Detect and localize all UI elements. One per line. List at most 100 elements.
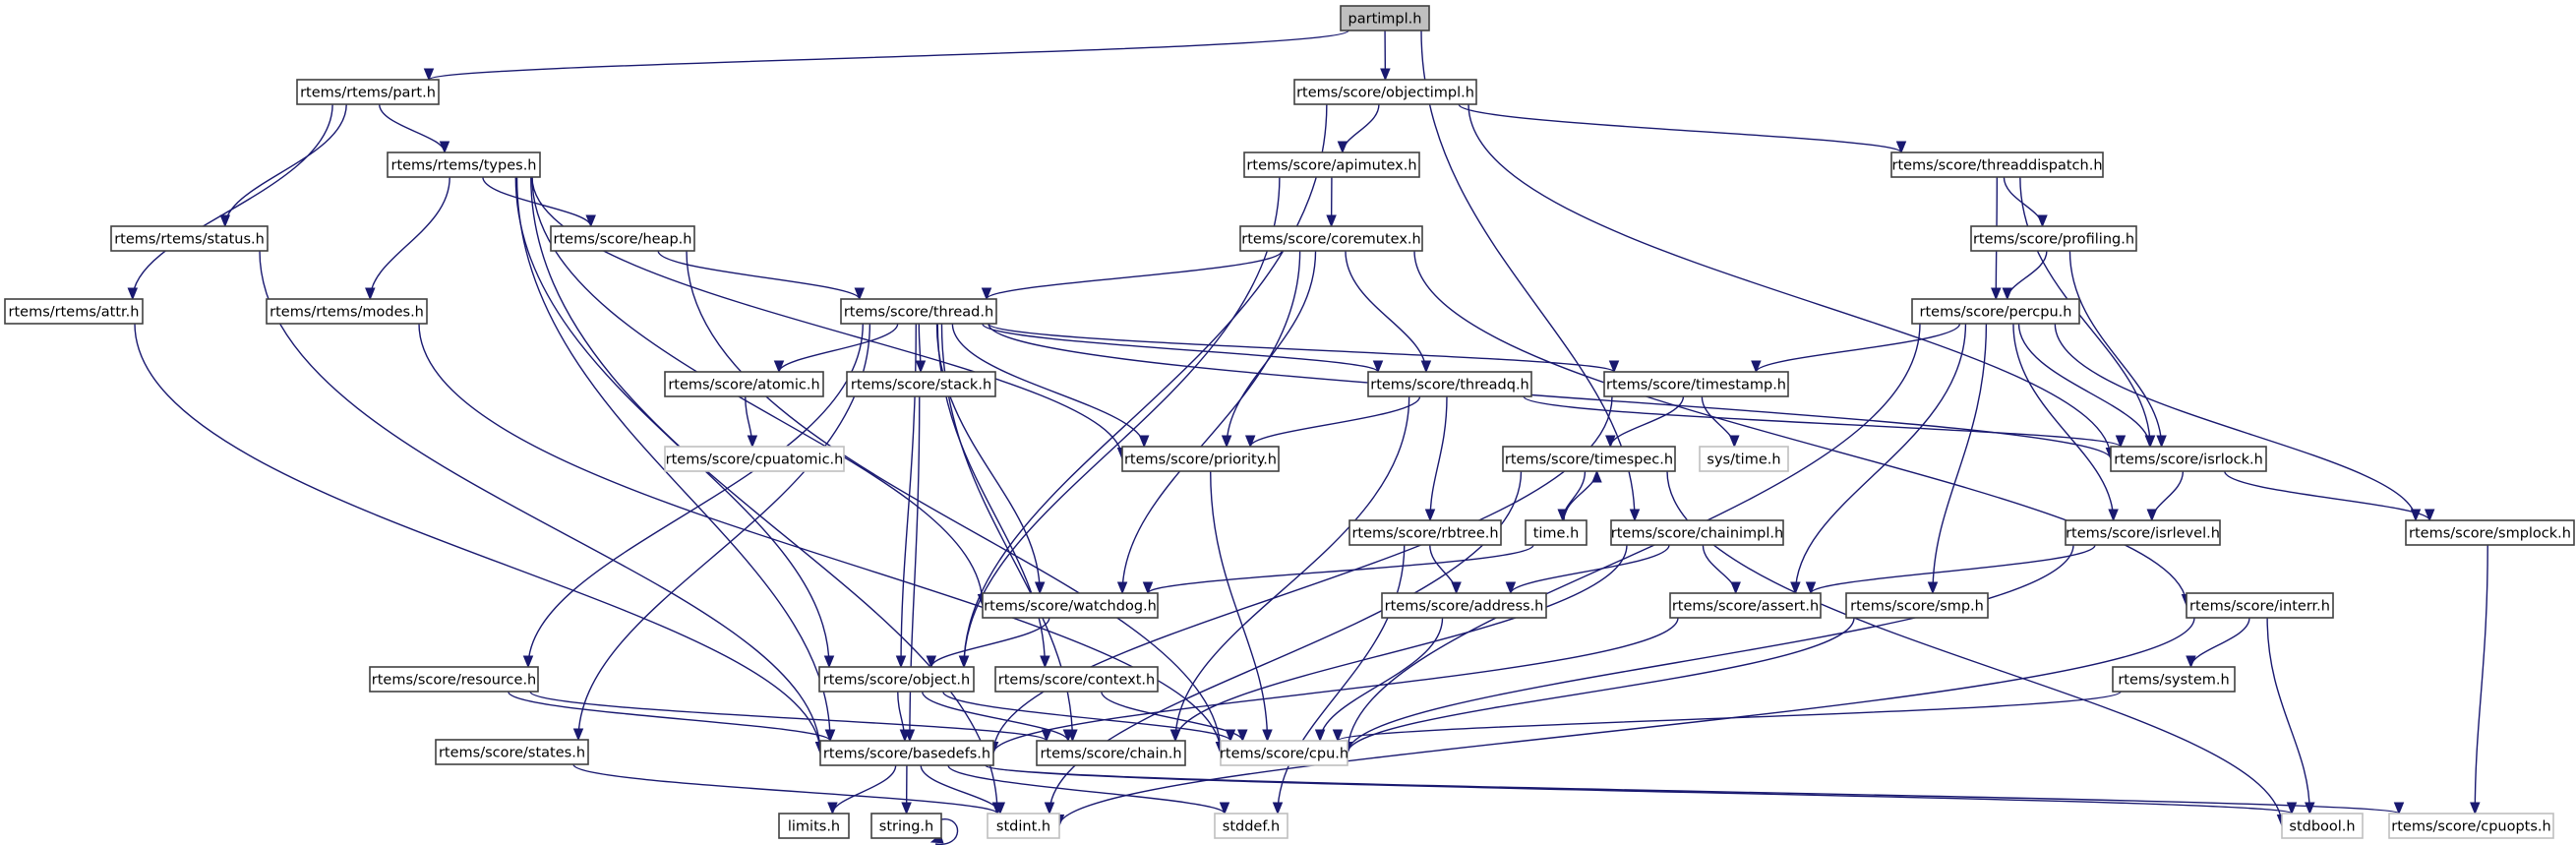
- node-box: [870, 813, 942, 839]
- node-atomic[interactable]: rtems/score/atomic.h: [664, 371, 824, 397]
- node-thread[interactable]: rtems/score/thread.h: [840, 298, 997, 325]
- edge-line: [1319, 617, 1444, 742]
- node-attr[interactable]: rtems/rtems/attr.h: [4, 298, 144, 325]
- arrowhead-icon: [926, 655, 937, 669]
- node-stack[interactable]: rtems/score/stack.h: [846, 371, 996, 397]
- node-stdint[interactable]: stdint.h: [987, 813, 1060, 839]
- node-coremutex[interactable]: rtems/score/coremutex.h: [1239, 225, 1423, 252]
- arrowhead-icon: [1790, 581, 1801, 595]
- edge-line: [2474, 544, 2488, 815]
- edge-isrlock-to-smplock: [2224, 470, 2435, 522]
- node-box: [1502, 446, 1676, 472]
- node-box: [994, 666, 1159, 693]
- edge-line: [2012, 323, 2115, 521]
- node-label: stddef.h: [1223, 819, 1280, 835]
- edge-part-to-types: [379, 103, 450, 154]
- node-label: rtems/score/priority.h: [1124, 453, 1277, 468]
- edge-thread-to-resource: [522, 323, 864, 669]
- node-watchdog[interactable]: rtems/score/watchdog.h: [982, 592, 1159, 619]
- node-box: [1525, 519, 1588, 546]
- node-profiling[interactable]: rtems/score/profiling.h: [1970, 225, 2137, 252]
- node-rbtree[interactable]: rtems/score/rbtree.h: [1348, 519, 1502, 546]
- node-label: string.h: [879, 819, 933, 835]
- node-box: [2405, 519, 2575, 546]
- edge-line: [947, 764, 1226, 815]
- arrowhead-icon: [572, 728, 584, 742]
- node-systime[interactable]: sys/time.h: [1699, 446, 1789, 472]
- edge-line: [935, 323, 1041, 594]
- node-percpu[interactable]: rtems/score/percpu.h: [1911, 298, 2080, 325]
- node-label: rtems/score/cpuatomic.h: [666, 453, 844, 468]
- edge-interr-to-stdbool: [2266, 617, 2315, 815]
- node-threadq[interactable]: rtems/score/threadq.h: [1367, 371, 1532, 397]
- node-threaddispatch[interactable]: rtems/score/threaddispatch.h: [1890, 151, 2104, 178]
- node-part[interactable]: rtems/rtems/part.h: [296, 79, 440, 105]
- node-heap[interactable]: rtems/score/heap.h: [550, 225, 695, 252]
- node-label: rtems/score/context.h: [998, 673, 1155, 689]
- node-box: [1699, 446, 1789, 472]
- node-timespec[interactable]: rtems/score/timespec.h: [1502, 446, 1676, 472]
- node-box: [387, 151, 541, 178]
- edge-line: [531, 176, 984, 606]
- node-isrlock[interactable]: rtems/score/isrlock.h: [2110, 446, 2267, 472]
- edge-line: [1174, 395, 1410, 742]
- node-timestamp[interactable]: rtems/score/timestamp.h: [1603, 371, 1789, 397]
- node-types[interactable]: rtems/rtems/types.h: [387, 151, 541, 178]
- node-stddef[interactable]: stddef.h: [1214, 813, 1288, 839]
- edge-types-to-stdint: [530, 176, 1003, 815]
- node-stdbool[interactable]: stdbool.h: [2281, 813, 2364, 839]
- arrowhead-icon: [1337, 141, 1348, 154]
- edge-apimutex-to-object: [958, 176, 1281, 669]
- node-box: [778, 813, 850, 839]
- node-partimpl[interactable]: partimpl.h: [1340, 5, 1430, 31]
- node-object[interactable]: rtems/score/object.h: [818, 666, 975, 693]
- edge-basedefs-to-cpuopts: [985, 764, 2405, 815]
- node-box: [987, 813, 1060, 839]
- node-resource[interactable]: rtems/score/resource.h: [369, 666, 539, 693]
- arrowhead-icon: [2144, 435, 2156, 449]
- node-address[interactable]: rtems/score/address.h: [1381, 592, 1547, 619]
- edge-line: [986, 250, 1283, 300]
- node-assert[interactable]: rtems/score/assert.h: [1669, 592, 1822, 619]
- node-box: [982, 592, 1159, 619]
- node-label: rtems/rtems/status.h: [114, 232, 265, 248]
- node-basedefs[interactable]: rtems/score/basedefs.h: [819, 740, 994, 766]
- node-label: rtems/rtems/attr.h: [9, 305, 140, 321]
- node-context[interactable]: rtems/score/context.h: [994, 666, 1159, 693]
- node-cpu[interactable]: rtems/score/cpu.h: [1220, 740, 1348, 766]
- edge-isrlevel-to-cpu: [1342, 544, 2074, 754]
- node-interr[interactable]: rtems/score/interr.h: [2186, 592, 2334, 619]
- edge-part-to-attr: [127, 103, 333, 301]
- arrowhead-icon: [1751, 360, 1762, 374]
- edge-line: [934, 818, 959, 845]
- node-chain[interactable]: rtems/score/chain.h: [1036, 740, 1186, 766]
- node-string[interactable]: string.h: [870, 813, 942, 839]
- node-modes[interactable]: rtems/rtems/modes.h: [266, 298, 428, 325]
- node-cpuatomic[interactable]: rtems/score/cpuatomic.h: [664, 446, 845, 472]
- node-chainimpl[interactable]: rtems/score/chainimpl.h: [1610, 519, 1784, 546]
- edge-line: [529, 691, 1048, 742]
- edge-line: [1147, 544, 1534, 594]
- node-limits[interactable]: limits.h: [778, 813, 850, 839]
- node-isrlevel[interactable]: rtems/score/isrlevel.h: [2065, 519, 2221, 546]
- arrowhead-icon: [423, 68, 435, 82]
- node-apimutex[interactable]: rtems/score/apimutex.h: [1243, 151, 1420, 178]
- edge-objectimpl-to-threaddispatch: [1458, 103, 1907, 154]
- edge-rbtree-to-address: [1429, 544, 1462, 595]
- edge-thread-to-timestamp: [988, 323, 1620, 374]
- node-objectimpl[interactable]: rtems/score/objectimpl.h: [1293, 79, 1477, 105]
- node-box: [435, 739, 589, 765]
- node-system[interactable]: rtems/system.h: [2112, 666, 2236, 693]
- edge-line: [2151, 470, 2185, 521]
- node-priority[interactable]: rtems/score/priority.h: [1121, 446, 1280, 472]
- node-smplock[interactable]: rtems/score/smplock.h: [2405, 519, 2575, 546]
- arrowhead-icon: [1332, 729, 1344, 743]
- node-status[interactable]: rtems/rtems/status.h: [110, 225, 269, 252]
- node-cpuopts[interactable]: rtems/score/cpuopts.h: [2388, 813, 2554, 839]
- node-smp[interactable]: rtems/score/smp.h: [1845, 592, 1989, 619]
- node-states[interactable]: rtems/score/states.h: [435, 739, 589, 765]
- arrowhead-icon: [2305, 802, 2315, 815]
- edge-line: [527, 323, 864, 668]
- node-time[interactable]: time.h: [1525, 519, 1588, 546]
- arrowhead-icon: [2002, 287, 2013, 301]
